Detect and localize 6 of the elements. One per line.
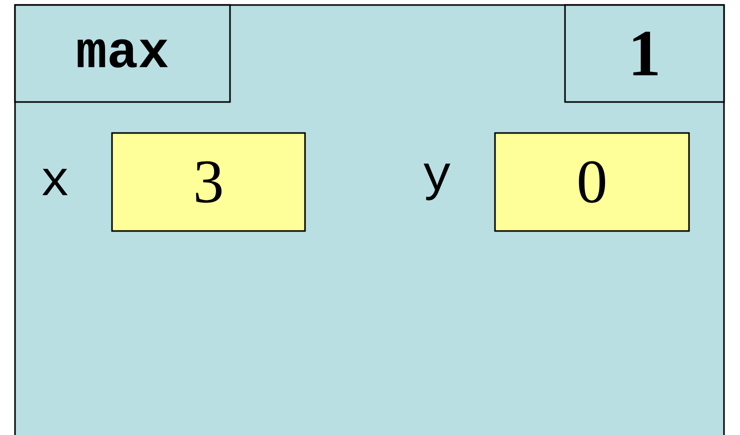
variable-name: x (42, 168, 68, 196)
value-box: 0 (494, 132, 690, 232)
value-box: 3 (111, 132, 306, 232)
name-tab: max (14, 4, 231, 103)
number-tab: 1 (564, 4, 725, 103)
variable-name: y (424, 164, 450, 200)
